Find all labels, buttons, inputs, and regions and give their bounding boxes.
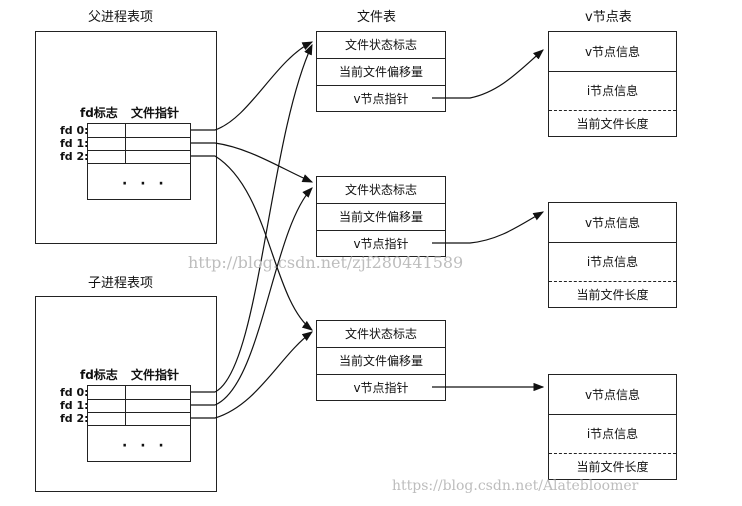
inode-info: i节点信息 [549, 415, 676, 454]
parent-table-title: 父进程表项 [88, 10, 154, 25]
child-fd2-label: fd 2: [60, 412, 89, 425]
vnode-table-title: v节点表 [585, 10, 632, 25]
vnode-pointer: v节点指针 [353, 237, 409, 251]
file-table-entry-3: 文件状态标志 当前文件偏移量 v节点指针 [316, 320, 446, 401]
child-file-pointer-header: 文件指针 [131, 368, 180, 382]
vnode-table-entry-3: v节点信息 i节点信息 当前文件长度 [548, 374, 677, 480]
current-file-offset: 当前文件偏移量 [317, 348, 445, 375]
arrow-child-fd2 [191, 331, 313, 419]
file-table-entry-2: 文件状态标志 当前文件偏移量 v节点指针 [316, 176, 446, 257]
vnode-pointer: v节点指针 [353, 381, 409, 395]
parent-file-pointer-header: 文件指针 [131, 106, 180, 120]
parent-fd1-label: fd 1: [60, 137, 89, 150]
current-file-length: 当前文件长度 [576, 460, 649, 474]
vnode-table-entry-1: v节点信息 i节点信息 当前文件长度 [548, 31, 677, 137]
child-table-title: 子进程表项 [88, 276, 154, 291]
parent-fd-flag-header: fd标志 [80, 106, 118, 120]
vnode-info: v节点信息 [549, 375, 676, 415]
parent-ellipsis: · · · [122, 176, 168, 192]
child-ellipsis: · · · [122, 438, 168, 454]
inode-info: i节点信息 [549, 72, 676, 111]
file-table-title: 文件表 [357, 10, 397, 25]
file-status-flags: 文件状态标志 [317, 321, 445, 348]
child-fd1-label: fd 1: [60, 399, 89, 412]
parent-fd2-label: fd 2: [60, 150, 89, 163]
vnode-pointer: v节点指针 [353, 92, 409, 106]
current-file-length: 当前文件长度 [576, 288, 649, 302]
vnode-info: v节点信息 [549, 32, 676, 72]
arrow-child-fd1 [191, 187, 313, 406]
watermark-bottom: https://blog.csdn.net/Alatebloomer [392, 478, 639, 494]
watermark-center: http://blog.csdn.net/zjf280441589 [188, 253, 464, 272]
child-fd-flag-header: fd标志 [80, 368, 118, 382]
file-status-flags: 文件状态标志 [317, 177, 445, 204]
arrow-child-fd0 [191, 43, 313, 393]
current-file-length: 当前文件长度 [576, 117, 649, 131]
vnode-table-entry-2: v节点信息 i节点信息 当前文件长度 [548, 202, 677, 308]
current-file-offset: 当前文件偏移量 [317, 204, 445, 231]
arrow-parent-fd2 [191, 155, 313, 331]
current-file-offset: 当前文件偏移量 [317, 59, 445, 86]
parent-fd0-label: fd 0: [60, 124, 89, 137]
parent-fd-table: · · · [87, 123, 191, 200]
arrow-vptr-2 [432, 211, 545, 244]
vnode-info: v节点信息 [549, 203, 676, 243]
inode-info: i节点信息 [549, 243, 676, 282]
child-fd0-label: fd 0: [60, 386, 89, 399]
arrow-vptr-1 [432, 49, 544, 99]
file-status-flags: 文件状态标志 [317, 32, 445, 59]
child-fd-table: · · · [87, 385, 191, 462]
file-table-entry-1: 文件状态标志 当前文件偏移量 v节点指针 [316, 31, 446, 112]
arrow-parent-fd1 [191, 142, 314, 183]
arrow-parent-fd0 [191, 41, 314, 131]
